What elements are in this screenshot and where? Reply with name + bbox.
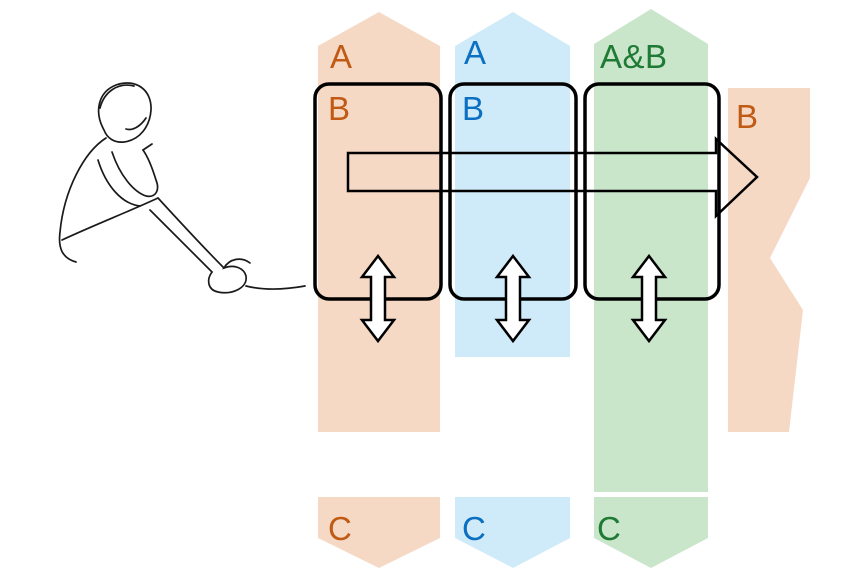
exchange-arrow-1 [359,253,397,344]
bottom-chevron-green [594,497,708,568]
label-bottom-col2: C [462,510,486,547]
person-face [125,117,147,131]
person-back [58,137,107,263]
person-shoe [207,258,251,294]
label-bottom-col3: C [597,510,621,547]
person-shin-front [157,197,225,269]
output-ribbon [728,88,810,432]
column-band-orange [318,12,440,432]
person-arm-front [111,149,159,198]
label-bottom-col1: C [328,510,352,547]
bottom-chevron-blue [455,497,570,568]
exchange-arrow-2 [494,253,532,344]
person-hair [99,84,135,109]
label-box-col2: B [462,90,485,127]
person-shin-back [149,209,213,273]
person-thigh [61,197,159,241]
label-output: B [736,98,759,135]
person-arm-back [97,159,141,207]
person-head [97,82,152,143]
person-line-art [58,82,306,294]
label-top-col1: A [330,38,353,75]
label-top-col3: A&B [600,38,668,75]
labels: A A A&B B B B C C C [328,34,759,547]
column-band-green [594,9,708,492]
person-hand-object [142,143,153,151]
ground-line [245,285,306,290]
column-band-blue [455,12,570,357]
flow-arrow [346,136,759,219]
exchange-arrow-3 [630,253,668,344]
bottom-chevron-orange [318,497,440,568]
label-top-col2: A [464,34,487,71]
exchange-arrows [359,253,668,344]
label-box-col1: B [328,90,351,127]
column-bands [318,9,810,568]
